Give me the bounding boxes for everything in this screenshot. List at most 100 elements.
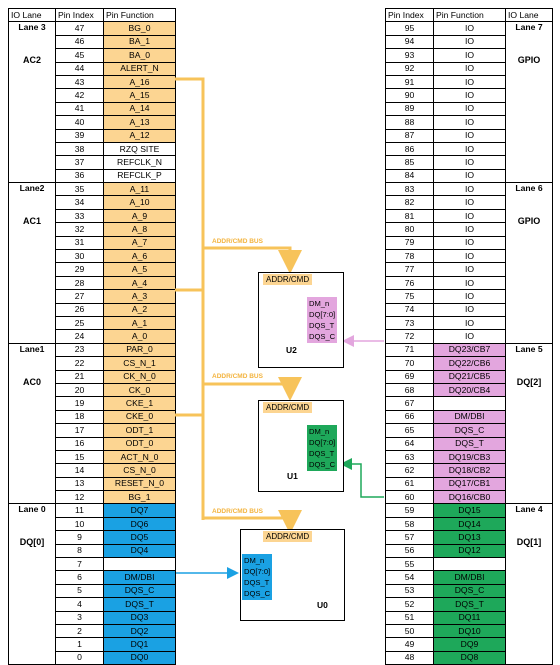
pin-function: DQ1 <box>103 637 176 652</box>
lane-name: Lane2 <box>19 183 45 194</box>
pin-function: REFCLK_P <box>103 168 176 184</box>
chip-pin-dqs-t: DQS_T <box>309 449 335 458</box>
pin-function: IO <box>433 48 506 63</box>
pin-function: IO <box>433 74 506 90</box>
chip-pin-dm: DM_n <box>309 299 330 308</box>
chip-name: U1 <box>287 471 298 481</box>
lane-name: Lane 3 <box>18 22 46 33</box>
lane-name: Lane1 <box>19 343 45 354</box>
bus-to-u0 <box>203 510 302 534</box>
pin-function: BG_0 <box>103 21 176 36</box>
pin-function: A_9 <box>103 208 176 224</box>
pin-function: DQS_T <box>433 436 506 451</box>
lane-name: Lane 6 <box>515 183 543 194</box>
pin-function: CS_N_0 <box>103 463 176 478</box>
lane-name: Lane 4 <box>515 504 543 515</box>
chip-dq-block: DM_n DQ[7:0] DQS_T DQS_C <box>307 297 338 343</box>
pin-index: 42 <box>55 88 104 103</box>
chip-name: U0 <box>317 600 328 610</box>
dq1-link <box>340 458 384 498</box>
pin-function: DQ14 <box>433 516 506 532</box>
pin-function: A_2 <box>103 302 176 317</box>
pin-index: 0 <box>55 650 104 665</box>
chip-dq-block: DM_n DQ[7:0] DQS_T DQS_C <box>307 425 338 471</box>
pin-function: CS_N_1 <box>103 356 176 371</box>
chip-name: U2 <box>286 345 297 355</box>
bus-to-u2 <box>203 246 302 274</box>
pin-function: RESET_N_0 <box>103 476 176 492</box>
pin-function: DQS_C <box>433 423 506 438</box>
pin-function: IO <box>433 168 506 184</box>
pin-function: IO <box>433 222 506 237</box>
bus-label-2: ADDR/CMD BUS <box>212 373 263 380</box>
pin-index: 92 <box>385 61 434 76</box>
pin-function: DQS_C <box>103 583 176 599</box>
pin-function: DM/DBI <box>433 570 506 585</box>
chip-u2: ADDR/CMD DM_n DQ[7:0] DQS_T DQS_C U2 <box>258 272 344 368</box>
pin-function: DQ21/CB5 <box>433 369 506 384</box>
pin-function: IO <box>433 155 506 170</box>
pin-function: DQS_T <box>433 597 506 612</box>
pin-function: IO <box>433 235 506 251</box>
chip-pin-dqs-t: DQS_T <box>244 578 270 587</box>
bus-trunk-upper <box>175 77 205 520</box>
pin-function: BG_1 <box>103 490 176 505</box>
pin-function: RZQ SITE <box>103 141 176 157</box>
chip-pin-dq: DQ[7:0] <box>244 567 271 576</box>
pin-function: DQ2 <box>103 623 176 639</box>
pin-row: 7 <box>9 557 176 572</box>
pin-function: ALERT_N <box>103 61 176 76</box>
pin-function: ODT_0 <box>103 436 176 451</box>
pin-function: IO <box>433 141 506 157</box>
pin-index: 41 <box>55 101 104 117</box>
pin-function: A_16 <box>103 74 176 90</box>
lane-group: AC1 <box>22 216 41 227</box>
lane-group: AC0 <box>22 376 41 387</box>
pin-function: REFCLK_N <box>103 155 176 170</box>
lane-group: GPIO <box>517 216 541 227</box>
lane-group: GPIO <box>517 55 541 66</box>
lane-group: DQ[1] <box>516 537 542 548</box>
chip-addr-label: ADDR/CMD <box>263 531 313 542</box>
pin-function: IO <box>433 88 506 103</box>
